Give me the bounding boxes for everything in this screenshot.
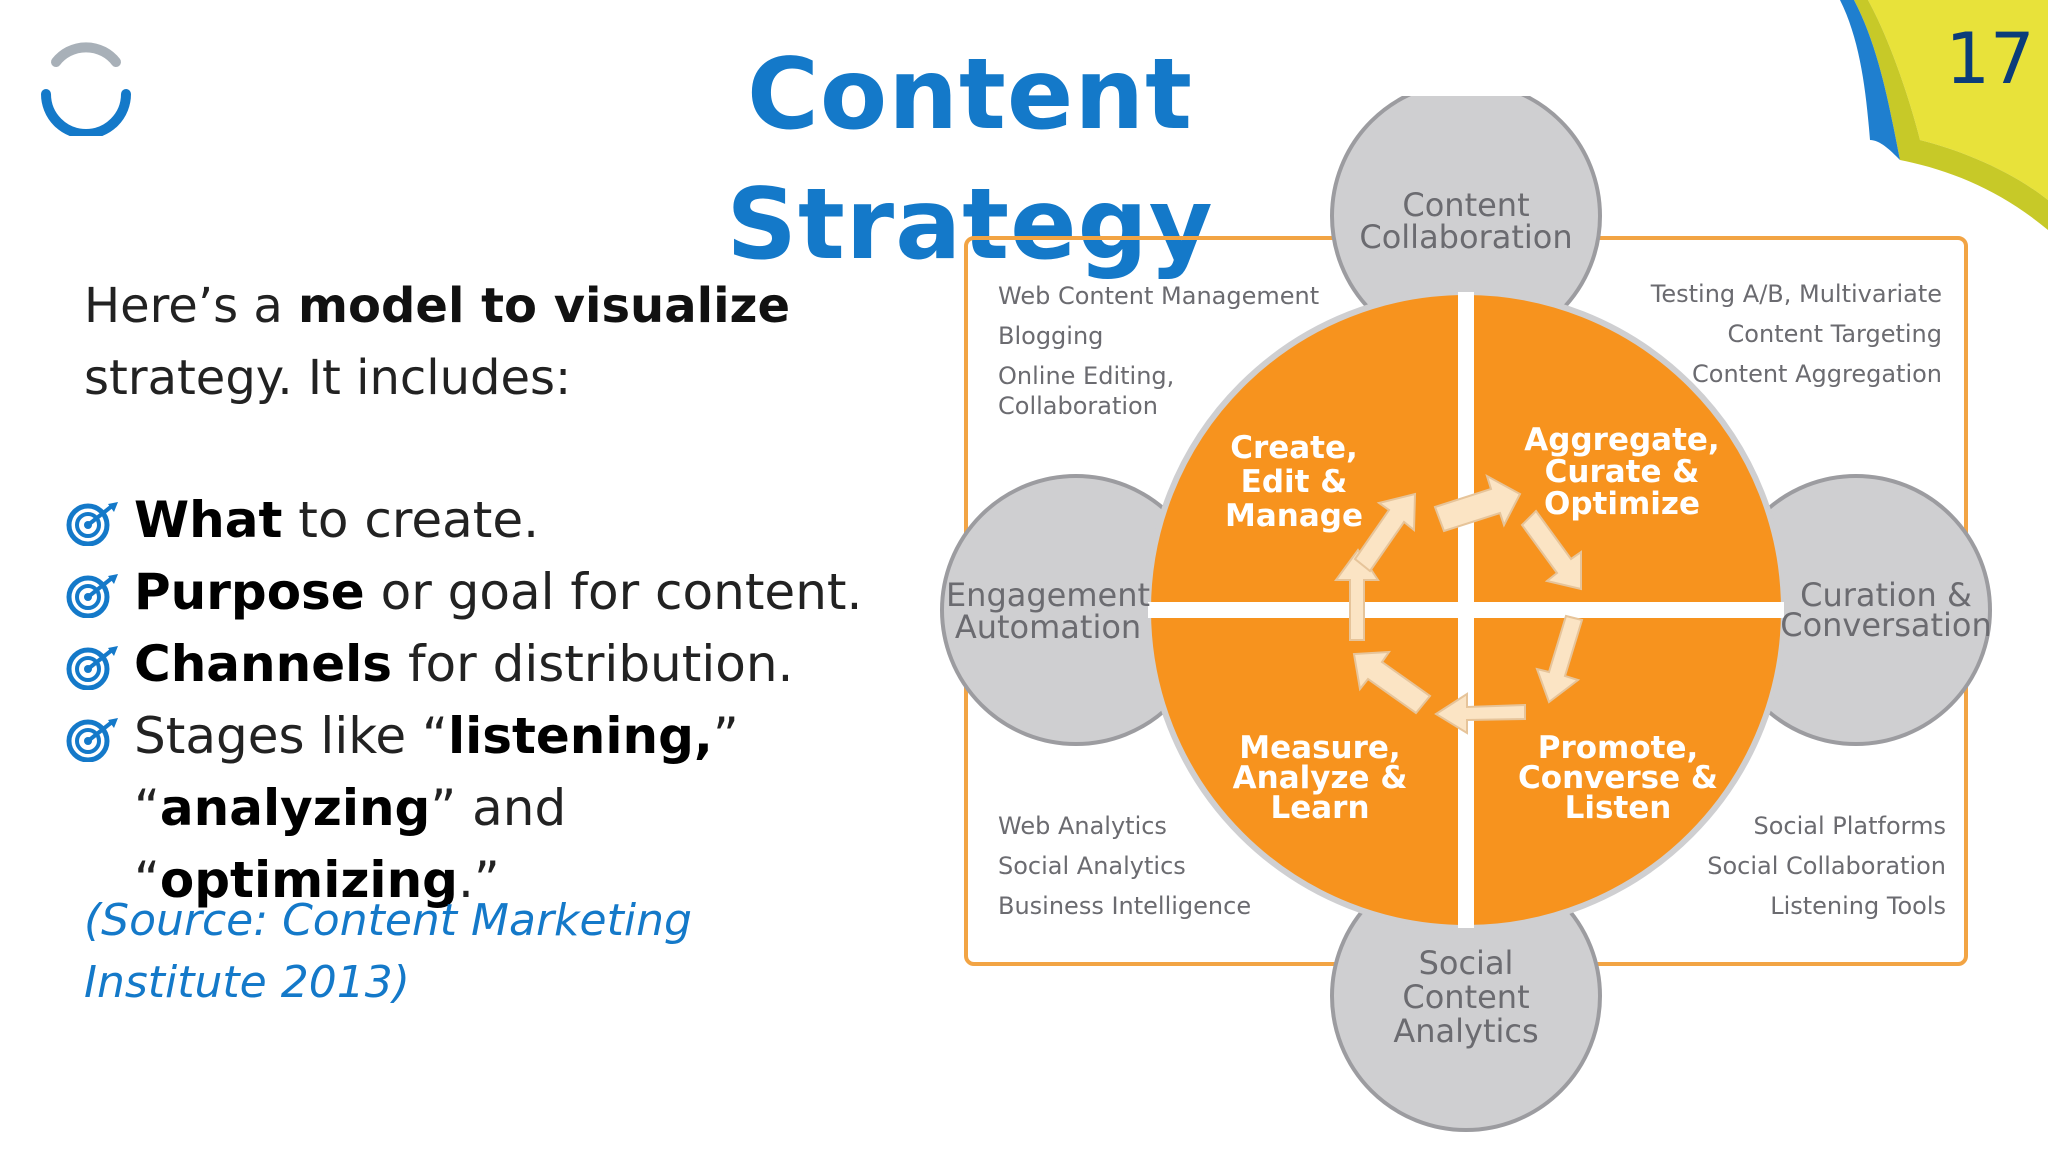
core-divider-horizontal	[1148, 602, 1784, 618]
outer-label-bottom-line: Content	[1402, 978, 1529, 1016]
corner-list-item: Testing A/B, Multivariate	[1650, 280, 1942, 308]
bullet-text: ”	[712, 707, 739, 765]
page-number: 17	[1945, 18, 2035, 100]
outer-label-left-line: Engagement	[946, 576, 1150, 614]
corner-list-item: Collaboration	[998, 392, 1158, 420]
corner-list-item: Social Collaboration	[1707, 852, 1946, 880]
outer-label-right-line: Conversation	[1780, 606, 1992, 644]
intro-prefix: Here’s a	[84, 278, 299, 334]
intro-bold: model to visualize	[298, 278, 791, 334]
quadrant-label-promote: Listen	[1565, 790, 1672, 826]
cycle-arrow-icon	[1520, 509, 1582, 591]
bullet-text: .”	[457, 851, 500, 909]
quadrant-label-measure: Measure,	[1239, 730, 1400, 766]
quadrant-label-aggregate: Aggregate,	[1524, 422, 1719, 458]
corner-list-item: Content Aggregation	[1692, 360, 1942, 388]
bullet-text: ” and “	[134, 779, 567, 909]
corner-list-item: Web Analytics	[998, 812, 1167, 840]
cycle-arrow-icon	[1352, 650, 1432, 715]
logo-ring-icon	[41, 42, 131, 136]
intro-suffix: strategy. It includes:	[84, 350, 572, 406]
quadrant-label-promote: Converse &	[1518, 760, 1718, 796]
target-icon	[66, 574, 118, 618]
bullet-text: “	[134, 779, 160, 837]
bullet-bold: Purpose	[134, 563, 365, 621]
bullet-bold: listening,	[447, 707, 713, 765]
corner-list-item: Social Platforms	[1753, 812, 1946, 840]
quadrant-label-aggregate: Curate &	[1545, 454, 1700, 490]
bullet-text: or goal for content.	[364, 563, 863, 621]
bullet-text: to create.	[282, 491, 539, 549]
quadrant-label-create: Create,	[1230, 430, 1358, 466]
bullet-item: Channels for distribution.	[66, 628, 866, 700]
bullet-item: Stages like “listening,” “analyzing” and…	[66, 700, 866, 916]
bullet-list: What to create. Purpose or goal for cont…	[66, 484, 866, 916]
quadrant-label-measure: Analyze &	[1233, 760, 1408, 796]
target-icon	[66, 502, 118, 546]
corner-list-item: Content Targeting	[1728, 320, 1942, 348]
outer-label-top-line: Content	[1402, 186, 1529, 224]
bullet-bold: What	[134, 491, 283, 549]
bullet-item: Purpose or goal for content.	[66, 556, 866, 628]
quadrant-label-promote: Promote,	[1538, 730, 1699, 766]
quadrant-label-create: Manage	[1225, 498, 1363, 534]
bullet-bold: Channels	[134, 635, 393, 693]
outer-label-left-line: Automation	[955, 608, 1141, 646]
bullet-bold: analyzing	[159, 779, 431, 837]
bullet-bold: optimizing	[159, 851, 458, 909]
content-strategy-diagram: Content Collaboration Engagement Automat…	[940, 96, 1992, 1132]
outer-label-bottom-line: Analytics	[1393, 1012, 1538, 1050]
cycle-arrows	[1334, 473, 1584, 735]
cycle-arrow-icon	[1433, 473, 1522, 533]
cycle-arrow-icon	[1535, 614, 1584, 704]
target-icon	[66, 718, 118, 762]
cycle-arrow-icon	[1434, 692, 1526, 735]
outer-label-top-line: Collaboration	[1359, 218, 1572, 256]
corner-list-item: Business Intelligence	[998, 892, 1251, 920]
bullet-text: for distribution.	[392, 635, 794, 693]
outer-label-right-line: Curation &	[1800, 576, 1972, 614]
intro-text: Here’s a model to visualize strategy. It…	[84, 270, 844, 414]
corner-list-item: Online Editing,	[998, 362, 1174, 390]
corner-list-item: Web Content Management	[998, 282, 1319, 310]
cycle-arrow-icon	[1353, 492, 1417, 573]
corner-list-item: Blogging	[998, 322, 1103, 350]
outer-label-bottom-line: Social	[1419, 944, 1514, 982]
quadrant-label-create: Edit &	[1241, 464, 1348, 500]
source-citation: (Source: Content Marketing Institute 201…	[84, 895, 692, 1008]
page-curl-decoration	[1840, 0, 2048, 230]
quadrant-label-measure: Learn	[1270, 790, 1369, 826]
target-icon	[66, 646, 118, 690]
corner-list-item: Social Analytics	[998, 852, 1186, 880]
corner-list-item: Listening Tools	[1770, 892, 1946, 920]
quadrant-label-aggregate: Optimize	[1544, 486, 1700, 522]
bullet-item: What to create.	[66, 484, 866, 556]
page-title: Content Strategy	[726, 38, 1214, 282]
bullet-text: Stages like “	[134, 707, 448, 765]
